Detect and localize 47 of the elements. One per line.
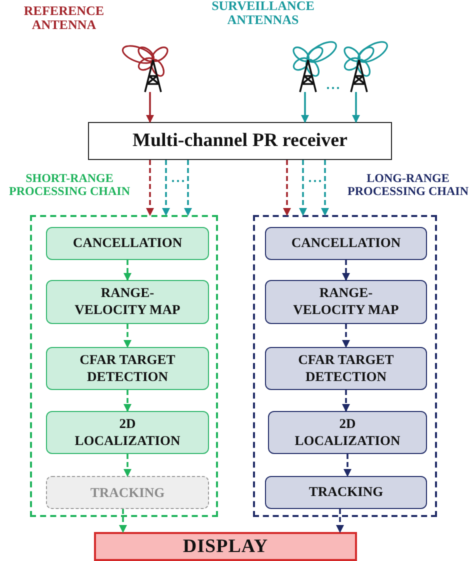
arrow — [352, 92, 360, 123]
chain-heading: LONG-RANGE PROCESSING CHAIN — [346, 172, 470, 198]
box-label: RANGE-VELOCITY MAP — [74, 285, 182, 319]
box-label: 2D LOCALIZATION — [74, 416, 182, 450]
arrow — [124, 454, 132, 477]
arrow — [124, 324, 132, 348]
box-label: CFAR TARGET DETECTION — [297, 352, 395, 386]
receiver-box — [88, 122, 392, 160]
box-label: CANCELLATION — [72, 235, 182, 252]
arrow — [342, 324, 350, 348]
box-label: TRACKING — [308, 484, 384, 501]
arrow — [119, 509, 127, 533]
antenna-label: REFERENCE ANTENNA — [22, 4, 106, 32]
box-label: 2D LOCALIZATION — [294, 416, 402, 450]
box-label: CANCELLATION — [291, 235, 401, 252]
arrow — [124, 390, 132, 412]
process-box — [265, 280, 427, 324]
arrow — [342, 390, 350, 412]
arrow — [336, 509, 344, 533]
process-box — [46, 280, 209, 324]
arrow — [124, 260, 132, 281]
box-label: RANGE-VELOCITY MAP — [292, 285, 400, 319]
arrow — [184, 160, 192, 216]
arrow — [321, 160, 329, 216]
arrow — [146, 92, 154, 123]
box-label: Multi-channel PR receiver — [132, 130, 348, 152]
chain-heading: SHORT-RANGE PROCESSING CHAIN — [8, 172, 132, 198]
process-box — [268, 411, 427, 454]
process-box — [265, 347, 427, 390]
box-label: CFAR TARGET DETECTION — [78, 352, 176, 386]
process-box — [46, 227, 209, 260]
process-box — [46, 411, 209, 454]
display-label: DISPLAY — [182, 536, 268, 558]
box-label: TRACKING — [90, 484, 165, 500]
arrow — [301, 92, 309, 123]
arrow — [299, 160, 307, 216]
antenna-label: SURVEILLANCE ANTENNAS — [210, 0, 316, 26]
arrow — [283, 160, 291, 216]
process-box — [265, 476, 427, 509]
disabled-process-box — [46, 476, 209, 509]
arrow — [146, 160, 154, 216]
arrow — [342, 260, 350, 281]
process-box — [46, 347, 209, 390]
arrow — [344, 454, 352, 477]
arrow — [162, 160, 170, 216]
display-box — [94, 532, 357, 561]
process-box — [265, 227, 427, 260]
